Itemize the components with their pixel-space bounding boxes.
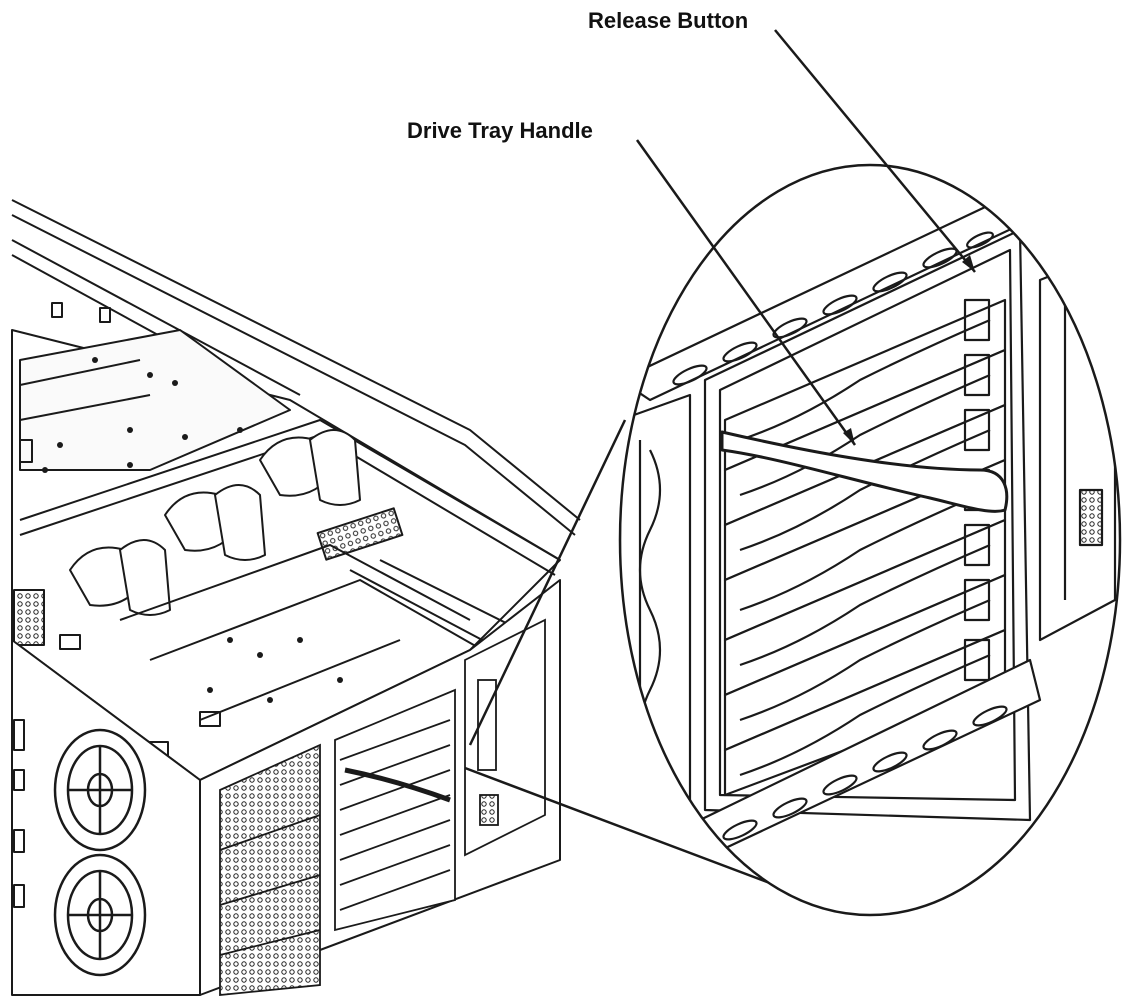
vent-slots: [672, 231, 994, 386]
zoom-circle: [618, 163, 1122, 917]
arrowhead: [962, 255, 975, 272]
fan-grille: [53, 853, 147, 977]
fan-module: [69, 539, 171, 616]
arrowhead: [843, 428, 855, 445]
drive-tray-handle: [720, 430, 1009, 513]
release-button-label: Release Button: [588, 8, 749, 33]
fan-module: [164, 484, 266, 561]
drive-tray-stack: [723, 298, 1007, 797]
drive-tray-handle-label: Drive Tray Handle: [407, 118, 593, 143]
callout-leaders: [635, 29, 976, 446]
front-drive-bays: [219, 618, 546, 996]
zoom-detail-view: [620, 165, 1120, 915]
zoom-connector-lines: [464, 419, 776, 887]
fan-grille: [53, 728, 147, 852]
fan-module: [259, 429, 361, 506]
